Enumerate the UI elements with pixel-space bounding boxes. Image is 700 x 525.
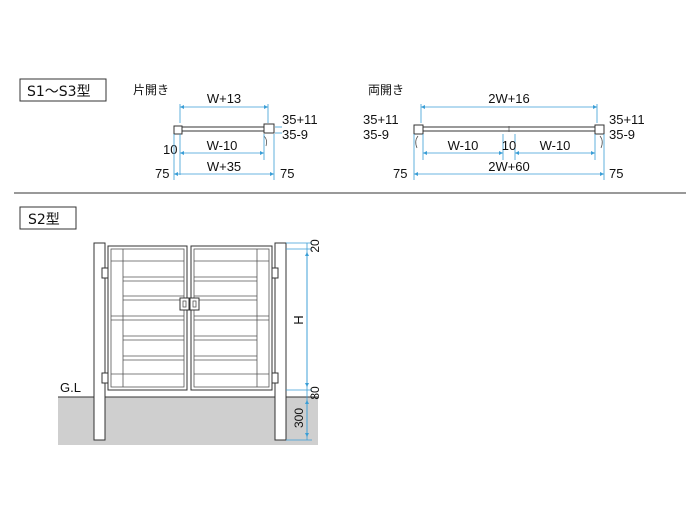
center-latch-left: [179, 297, 190, 311]
center-latch-knob-right: [192, 300, 197, 308]
double-post-right: 75: [609, 166, 623, 181]
double-right-post: [594, 124, 605, 135]
single-left-post: [173, 125, 183, 135]
double-right-upper: 35+11: [609, 112, 645, 127]
double-right-lower: 35-9: [609, 127, 635, 142]
single-overall-width: W+35: [207, 159, 241, 174]
center-latch-right: [189, 297, 200, 311]
right-hinge-bottom: [271, 372, 279, 384]
double-top-width: 2W+16: [488, 91, 530, 106]
dim-bottom-label: 80: [308, 386, 322, 400]
section-label-box: [19, 78, 107, 102]
left-leaf-frame: [107, 245, 188, 391]
section-s1-s3: S1～S3型 片開き W+13 35+11 35-9 10 W-10: [19, 78, 645, 181]
double-overall-width: 2W+60: [488, 159, 530, 174]
single-leaf: [181, 126, 265, 132]
double-swing-arc-left: [415, 135, 419, 149]
center-latch-knob-left: [182, 300, 187, 308]
dim-top-label: 20: [308, 239, 322, 253]
single-post-right: 75: [280, 166, 294, 181]
left-hinge-top: [101, 267, 109, 279]
single-post-left: 75: [155, 166, 169, 181]
dim-height-label: H: [291, 315, 306, 324]
left-leaf-inner: [110, 248, 185, 388]
single-right-upper: 35+11: [282, 112, 318, 127]
section-label-s1-s3: S1～S3型: [27, 84, 91, 100]
double-left-lower: 35-9: [363, 127, 389, 142]
single-swing-arc: [263, 135, 268, 147]
right-leaf-frame: [190, 245, 273, 391]
right-hinge-top: [271, 267, 279, 279]
double-gap: 10: [502, 138, 516, 153]
section-label-box-s2: [19, 206, 77, 230]
double-swing-plan: 両開き 2W+16 35+11 35-9 35+11 35-9: [363, 83, 645, 181]
double-left-upper: 35+11: [363, 112, 399, 127]
double-left-post: [413, 124, 424, 135]
ground-label: G.L: [60, 380, 81, 395]
double-post-left: 75: [393, 166, 407, 181]
right-post: [274, 242, 287, 441]
dim-embed-label: 300: [292, 408, 306, 428]
single-offset-left: 10: [163, 142, 177, 157]
left-gate-leaf: [107, 245, 188, 391]
double-swing-arc-right: [599, 135, 603, 149]
left-post: [93, 242, 106, 441]
single-right-latch: [263, 123, 275, 134]
double-inner-left: W-10: [448, 138, 479, 153]
left-hinge-bottom: [101, 372, 109, 384]
single-right-lower: 35-9: [282, 127, 308, 142]
single-swing-plan: 片開き W+13 35+11 35-9 10 W-10: [133, 83, 318, 181]
right-gate-leaf: [190, 245, 273, 391]
right-leaf-inner: [193, 248, 270, 388]
section-s2: S2型 G.L: [19, 206, 322, 445]
single-inner-width: W-10: [207, 138, 238, 153]
double-inner-right: W-10: [540, 138, 571, 153]
section-label-s2: S2型: [28, 212, 60, 228]
double-swing-title: 両開き: [368, 83, 404, 97]
single-swing-title: 片開き: [133, 83, 169, 97]
single-top-width: W+13: [207, 91, 241, 106]
